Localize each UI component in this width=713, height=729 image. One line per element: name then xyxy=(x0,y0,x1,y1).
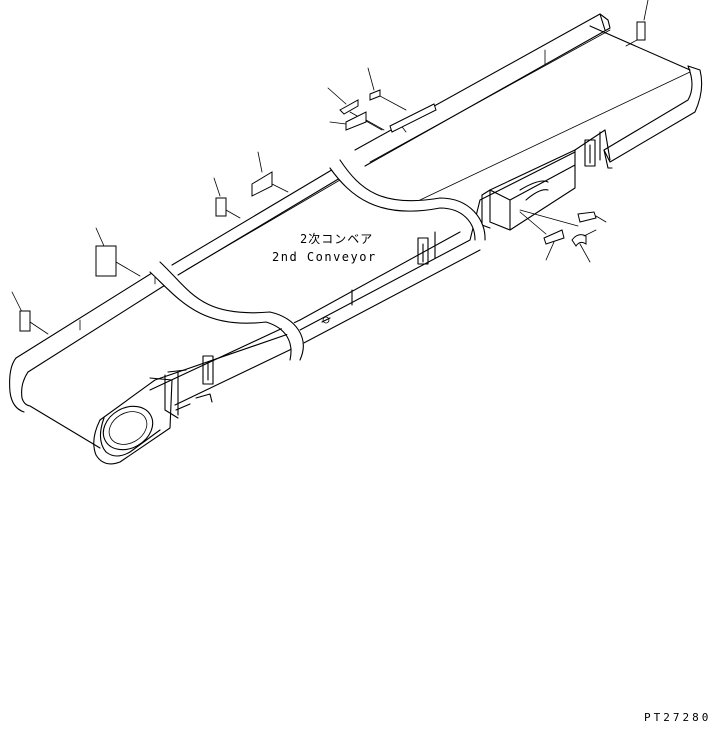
break-lines xyxy=(149,159,486,361)
decal-tag xyxy=(571,234,587,247)
decal-tag xyxy=(543,229,565,245)
decal-tag xyxy=(339,99,359,115)
drawing-number: PT27280 xyxy=(644,711,711,724)
conveyor-frame xyxy=(9,13,703,465)
decal-tag xyxy=(345,111,367,131)
decal-strip xyxy=(389,103,437,133)
diagram-label-jp: 2次コンベア xyxy=(300,232,373,246)
decal-tag xyxy=(577,211,597,223)
diagram-label-en: 2nd Conveyor xyxy=(272,250,377,264)
decal-tag xyxy=(369,89,381,101)
decal-callouts xyxy=(11,0,649,335)
decal-tag xyxy=(215,197,227,217)
decal-tag xyxy=(19,310,31,332)
decal-tag xyxy=(95,245,117,277)
decal-tag xyxy=(251,171,273,197)
decal-tag xyxy=(636,21,646,41)
